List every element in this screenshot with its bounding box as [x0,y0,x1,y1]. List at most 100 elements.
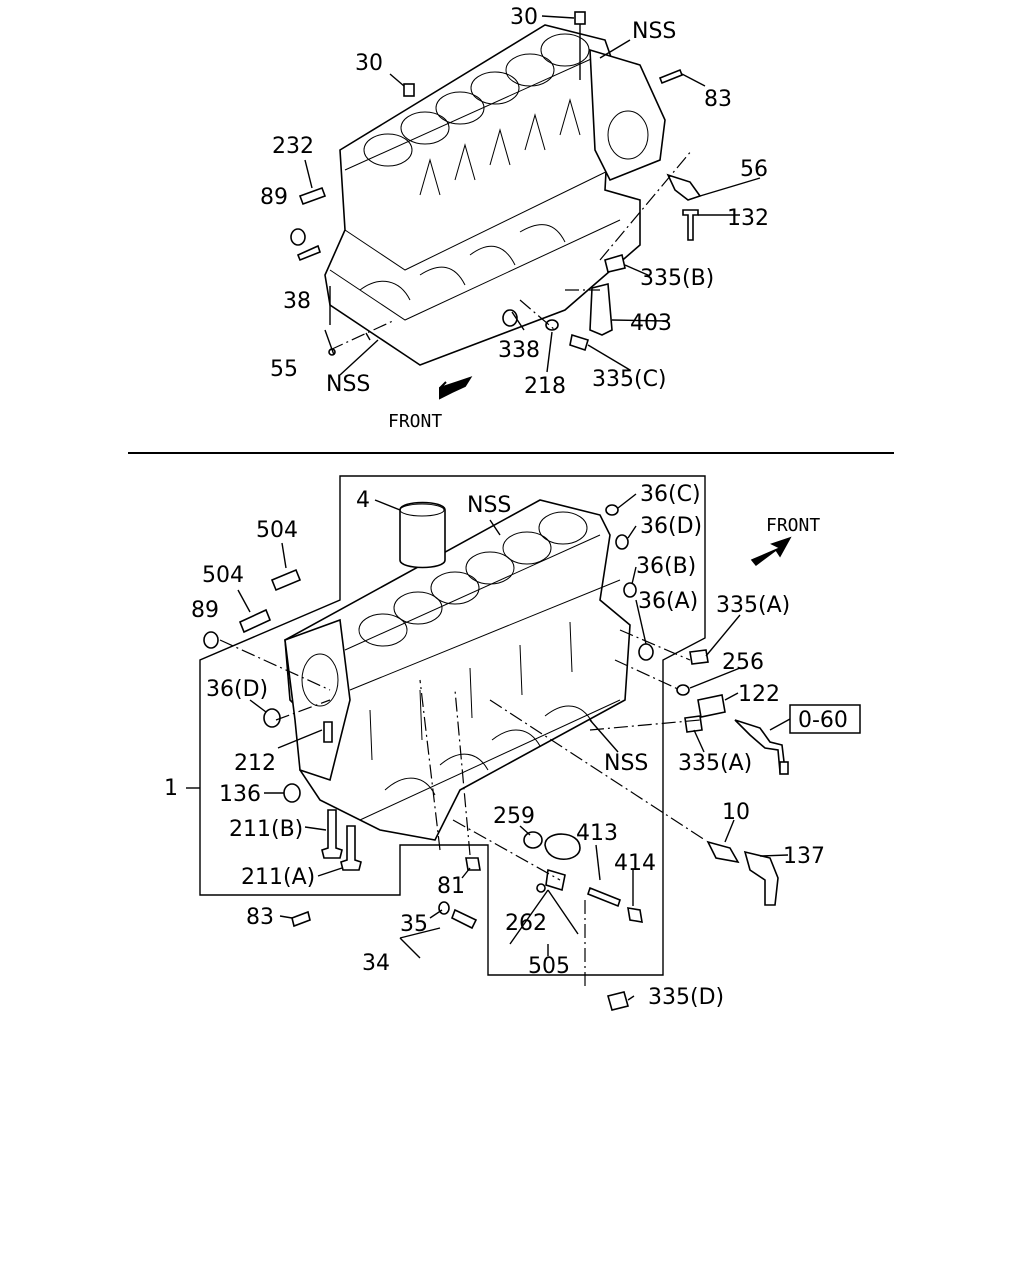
front-arrow-top [439,376,473,400]
plug-36a [638,643,654,661]
bore-5 [505,53,555,87]
fitting-122 [697,694,726,718]
bracket-403 [589,282,613,336]
bore-2 [400,111,450,145]
plug-30-left [403,83,415,97]
label-338: 338 [498,338,540,363]
label-55: 55 [270,357,298,382]
label-nss-lower-top: NSS [467,493,511,518]
hose-137 [743,850,779,906]
label-30-top: 30 [510,5,538,30]
label-83-top: 83 [704,87,732,112]
nut-414 [627,907,643,923]
label-335c: 335(C) [592,367,667,392]
pin-83-top [658,68,684,85]
dowel-212 [323,721,333,743]
lower-deck-edges [344,534,621,691]
label-nss-top: NSS [632,19,676,44]
washer-256 [676,684,690,696]
label-335d: 335(D) [648,985,724,1010]
bore-3 [435,91,485,125]
oil-pump-body [544,833,581,860]
bolt-262 [536,883,546,893]
label-38: 38 [283,289,311,314]
stud-413 [587,886,621,908]
label-504-a: 504 [256,518,298,543]
plug-338 [502,309,518,327]
plug-81 [465,857,481,871]
fitting-34 [450,908,478,930]
bolt-335c [569,333,589,352]
bore-6 [540,33,590,67]
bore-1 [363,133,413,167]
label-413: 413 [576,821,618,846]
label-front-bottom: FRONT [766,515,820,536]
skirt-details [329,219,621,321]
bore-l5 [502,531,552,565]
label-132: 132 [727,206,769,231]
label-259: 259 [493,804,535,829]
label-81: 81 [437,874,465,899]
bolt-335b [604,253,626,273]
label-36a: 36(A) [638,589,698,614]
bolt-335a-bottom [684,715,703,733]
label-137: 137 [783,844,825,869]
upper-leader-lines [304,15,761,376]
label-56: 56 [740,157,768,182]
label-136: 136 [219,782,261,807]
label-34: 34 [362,951,390,976]
label-0-60: 0-60 [798,708,848,733]
label-211b: 211(B) [229,817,303,842]
label-35: 35 [400,912,428,937]
label-4: 4 [356,488,370,513]
label-nss-upper-bottom: NSS [326,372,370,397]
front-housing-bore [301,653,339,707]
assembly-frame [199,475,706,976]
bolt-132 [682,209,699,241]
bolt-211b [321,809,343,859]
label-83-bottom: 83 [246,905,274,930]
bolt-335d [607,991,629,1011]
label-211a: 211(A) [241,865,315,890]
bore-l1 [358,613,408,647]
bracket-505 [545,868,566,892]
plug-36b [623,582,637,598]
washer-218 [545,319,559,331]
label-89-bottom: 89 [191,598,219,623]
lower-cylinder-block-view [284,499,631,841]
label-403: 403 [630,311,672,336]
lower-ribs [369,621,573,761]
plug-89-top [290,228,306,246]
label-122: 122 [738,682,780,707]
upper-cylinder-block [324,24,641,366]
label-335a-top: 335(A) [716,593,790,618]
stud-504-a [270,568,302,592]
bore-4 [470,71,520,105]
cylinder-liner-4 [399,501,446,569]
plug-36d-top [615,534,629,550]
label-414: 414 [614,851,656,876]
deck-edges [344,54,621,271]
gasket-259 [523,831,543,849]
bolt-211a [340,825,362,871]
bore-l4 [465,551,515,585]
block-ribs [419,98,581,196]
plug-89-bottom [203,631,219,649]
label-504-b: 504 [202,563,244,588]
washer-35 [438,901,450,915]
label-36c: 36(C) [640,482,701,507]
label-30-left: 30 [355,51,383,76]
stud-232 [298,186,327,206]
upper-cylinder-block-view [324,24,666,366]
label-262: 262 [505,911,547,936]
label-218: 218 [524,374,566,399]
label-nss-lower-right: NSS [604,751,648,776]
label-335a-bottom: 335(A) [678,751,752,776]
label-335b: 335(B) [640,266,714,291]
pin-83-bottom [291,910,311,928]
rear-seal-bore [607,110,649,160]
bore-l2 [393,591,443,625]
plug-36d-bottom [263,708,281,728]
plug-136 [283,783,301,803]
